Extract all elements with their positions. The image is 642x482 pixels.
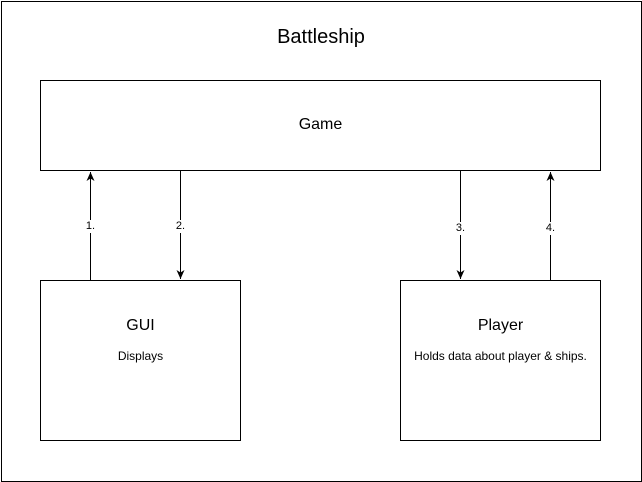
gui-node-description: Displays <box>117 349 164 363</box>
edge-label-4: 4. <box>544 222 557 235</box>
game-node: Game <box>40 80 601 171</box>
edge-label-3: 3. <box>454 222 467 235</box>
player-node: Player Holds data about player & ships. <box>400 280 601 441</box>
edge-label-1: 1. <box>84 220 97 233</box>
player-node-description: Holds data about player & ships. <box>414 349 587 363</box>
gui-node: GUI Displays <box>40 280 241 441</box>
edge-label-2: 2. <box>174 220 187 233</box>
gui-node-label: GUI <box>126 317 155 334</box>
game-node-label: Game <box>298 116 343 133</box>
diagram-title: Battleship <box>277 26 365 48</box>
player-node-label: Player <box>477 317 524 334</box>
